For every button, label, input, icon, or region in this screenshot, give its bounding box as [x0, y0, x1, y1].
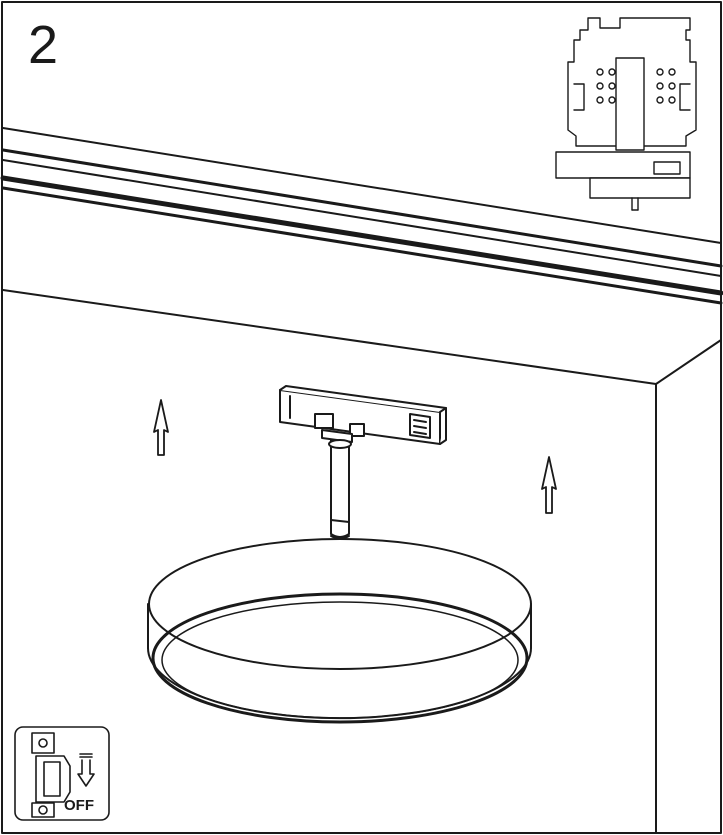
track-profile-detail	[555, 17, 697, 211]
ceiling-track-rail	[0, 127, 723, 305]
up-arrow-icon	[153, 399, 169, 456]
pendant-stem	[328, 439, 352, 538]
room-outline	[2, 289, 722, 834]
track-adapter	[279, 385, 447, 445]
power-off-switch-icon	[14, 726, 110, 821]
step-number: 2	[28, 15, 59, 75]
up-arrow-icon	[541, 456, 557, 514]
round-luminaire	[147, 535, 532, 724]
switch-off-label: OFF	[64, 797, 94, 814]
